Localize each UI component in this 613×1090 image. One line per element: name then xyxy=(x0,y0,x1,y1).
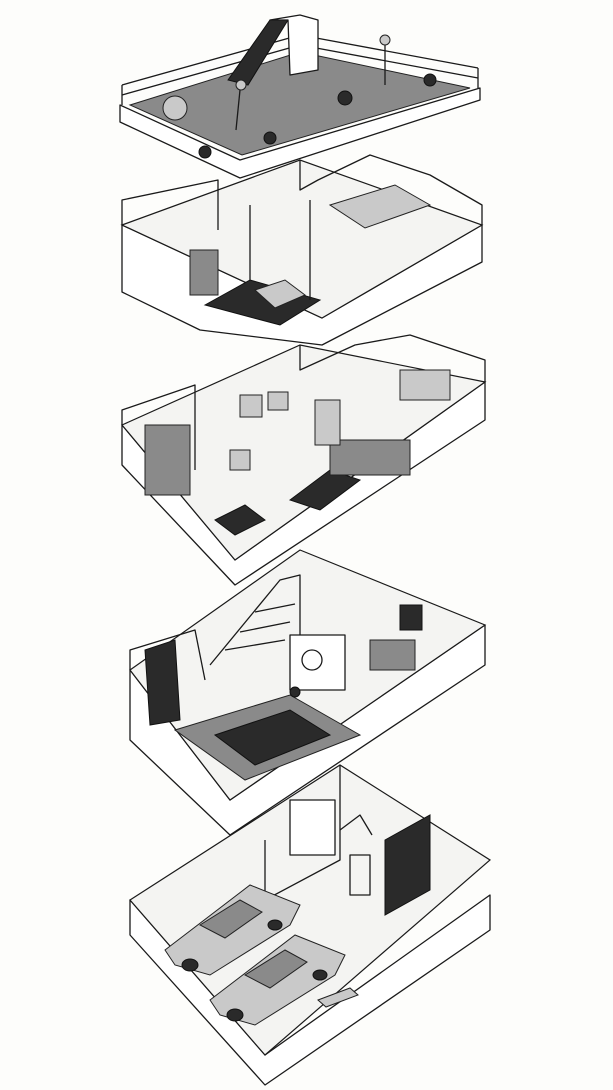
bench xyxy=(317,987,359,1008)
car-2 xyxy=(209,934,346,1026)
dark-door xyxy=(384,814,431,916)
bedroom-level xyxy=(120,154,484,346)
partition-room xyxy=(289,634,346,691)
storage-box xyxy=(289,799,336,856)
double-bed xyxy=(328,184,432,229)
plants xyxy=(198,145,212,159)
dark-doorway xyxy=(144,639,181,726)
cabinet xyxy=(314,399,341,446)
stool xyxy=(289,686,301,698)
car-1 xyxy=(164,884,301,976)
game-room-level xyxy=(129,549,487,836)
roof-terrace-level xyxy=(119,14,481,179)
garage-level xyxy=(129,764,492,1086)
entry-door xyxy=(349,854,371,896)
ship-wheel xyxy=(301,649,323,671)
dark-floor-area xyxy=(288,469,362,511)
pool-table xyxy=(213,709,332,766)
single-bed xyxy=(254,279,306,309)
tv xyxy=(399,604,423,631)
living-level xyxy=(121,334,487,586)
kitchen-counter xyxy=(399,369,451,401)
closet-doors xyxy=(189,249,219,296)
staircase xyxy=(209,574,301,680)
desk xyxy=(214,504,266,536)
framed-picture xyxy=(229,449,251,471)
framed-picture xyxy=(239,394,263,418)
dark-floor-area xyxy=(203,279,322,326)
stair-tower xyxy=(269,14,319,76)
spiral-stair xyxy=(339,814,373,836)
person-figure xyxy=(235,89,241,131)
sliding-door xyxy=(144,424,191,496)
tatami-seating xyxy=(369,639,416,671)
framed-picture xyxy=(267,391,289,411)
patio-table xyxy=(162,95,188,121)
dining-group xyxy=(329,439,411,476)
